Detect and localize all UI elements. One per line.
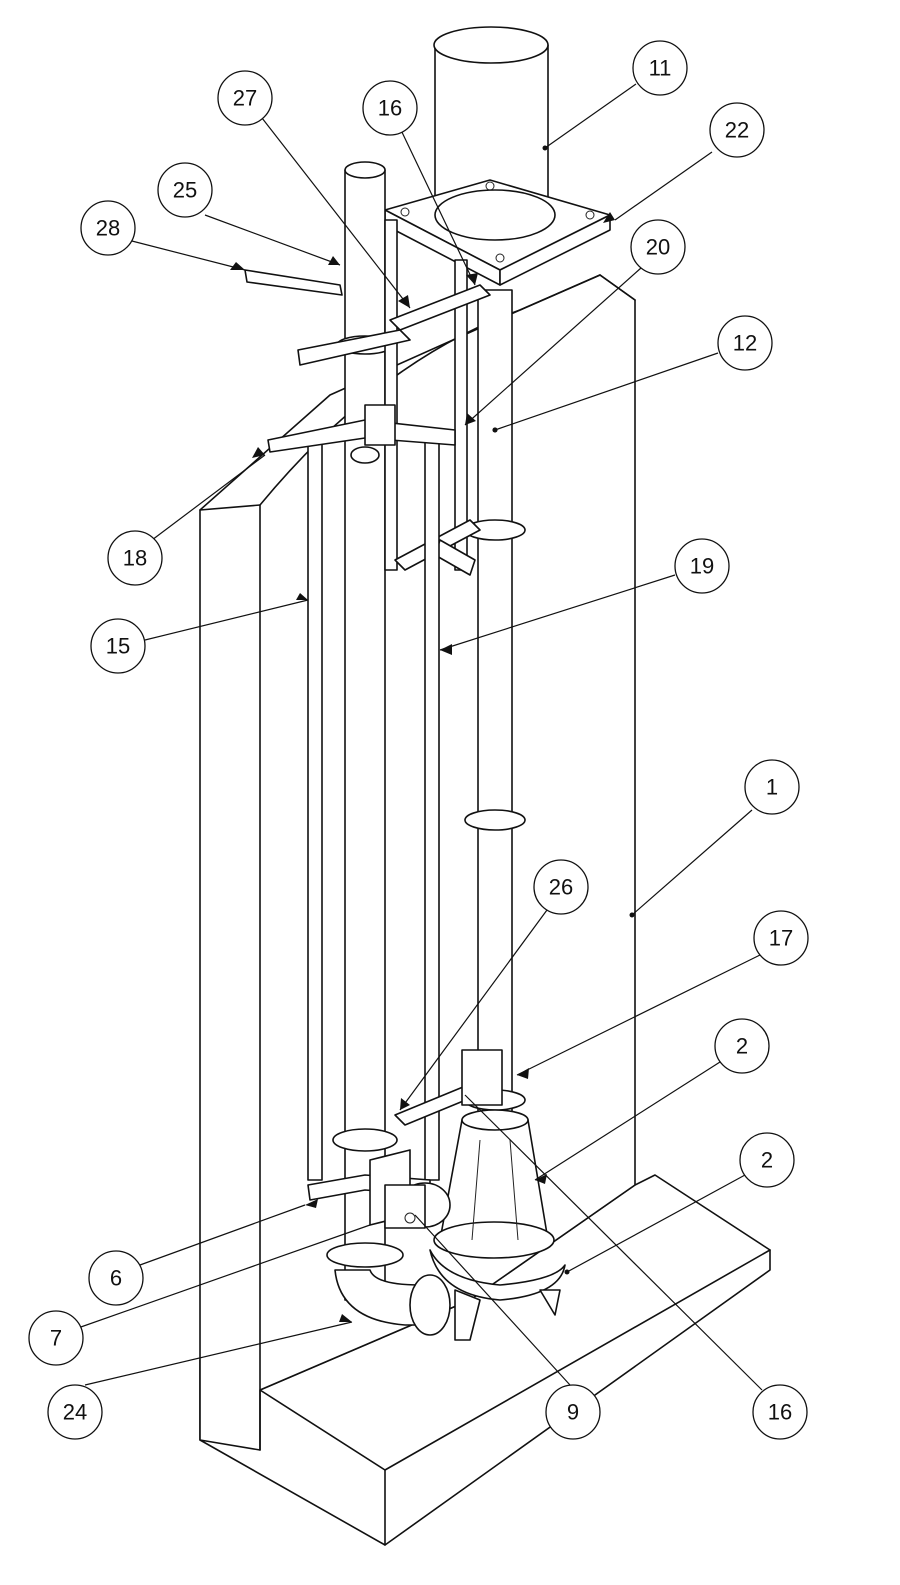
callout-label-17: 17 bbox=[769, 926, 793, 951]
callout-label-20: 20 bbox=[646, 235, 670, 260]
callout-label-16-bottom: 16 bbox=[768, 1400, 792, 1425]
callout-label-2-upper: 2 bbox=[736, 1034, 748, 1059]
callout-label-12: 12 bbox=[733, 331, 757, 356]
callout-bubble-25: 25 bbox=[157, 162, 213, 218]
callout-label-16-top: 16 bbox=[378, 96, 402, 121]
callout-bubble-24: 24 bbox=[47, 1384, 103, 1440]
callout-label-19: 19 bbox=[690, 554, 714, 579]
callout-label-18: 18 bbox=[123, 546, 147, 571]
callout-label-28: 28 bbox=[96, 216, 120, 241]
callout-bubble-16-top: 16 bbox=[362, 80, 418, 136]
callout-label-22: 22 bbox=[725, 118, 749, 143]
callout-bubble-26: 26 bbox=[533, 859, 589, 915]
callout-label-25: 25 bbox=[173, 178, 197, 203]
callout-label-26: 26 bbox=[549, 875, 573, 900]
callout-bubble-7: 7 bbox=[28, 1310, 84, 1366]
callout-label-15: 15 bbox=[106, 634, 130, 659]
callout-bubble-1: 1 bbox=[744, 759, 800, 815]
callout-bubble-18: 18 bbox=[107, 530, 163, 586]
callout-bubble-16-bottom: 16 bbox=[752, 1384, 808, 1440]
callout-bubble-2-upper: 2 bbox=[714, 1018, 770, 1074]
callout-label-7: 7 bbox=[50, 1326, 62, 1351]
motor bbox=[384, 26, 611, 286]
callout-bubble-19: 19 bbox=[674, 538, 730, 594]
valve-and-elbow bbox=[334, 1149, 451, 1336]
callout-bubble-12: 12 bbox=[717, 315, 773, 371]
callout-label-1: 1 bbox=[766, 775, 778, 800]
callout-label-11: 11 bbox=[649, 56, 672, 81]
callout-leaders bbox=[77, 83, 763, 1391]
callout-bubble-22: 22 bbox=[709, 102, 765, 158]
callout-label-27: 27 bbox=[233, 86, 257, 111]
callout-label-2-lower: 2 bbox=[761, 1148, 773, 1173]
callout-bubble-11: 11 bbox=[632, 40, 688, 96]
callout-bubble-28: 28 bbox=[80, 200, 136, 256]
callout-bubble-9: 9 bbox=[545, 1384, 601, 1440]
callout-label-6: 6 bbox=[110, 1266, 122, 1291]
callout-bubble-17: 17 bbox=[753, 910, 809, 966]
callout-bubble-6: 6 bbox=[88, 1250, 144, 1306]
callout-bubble-27: 27 bbox=[217, 70, 273, 126]
callout-bubble-20: 20 bbox=[630, 219, 686, 275]
callout-bubble-15: 15 bbox=[90, 618, 146, 674]
callout-bubble-2-lower: 2 bbox=[739, 1132, 795, 1188]
callout-label-24: 24 bbox=[63, 1400, 87, 1425]
callout-label-9: 9 bbox=[567, 1400, 579, 1425]
